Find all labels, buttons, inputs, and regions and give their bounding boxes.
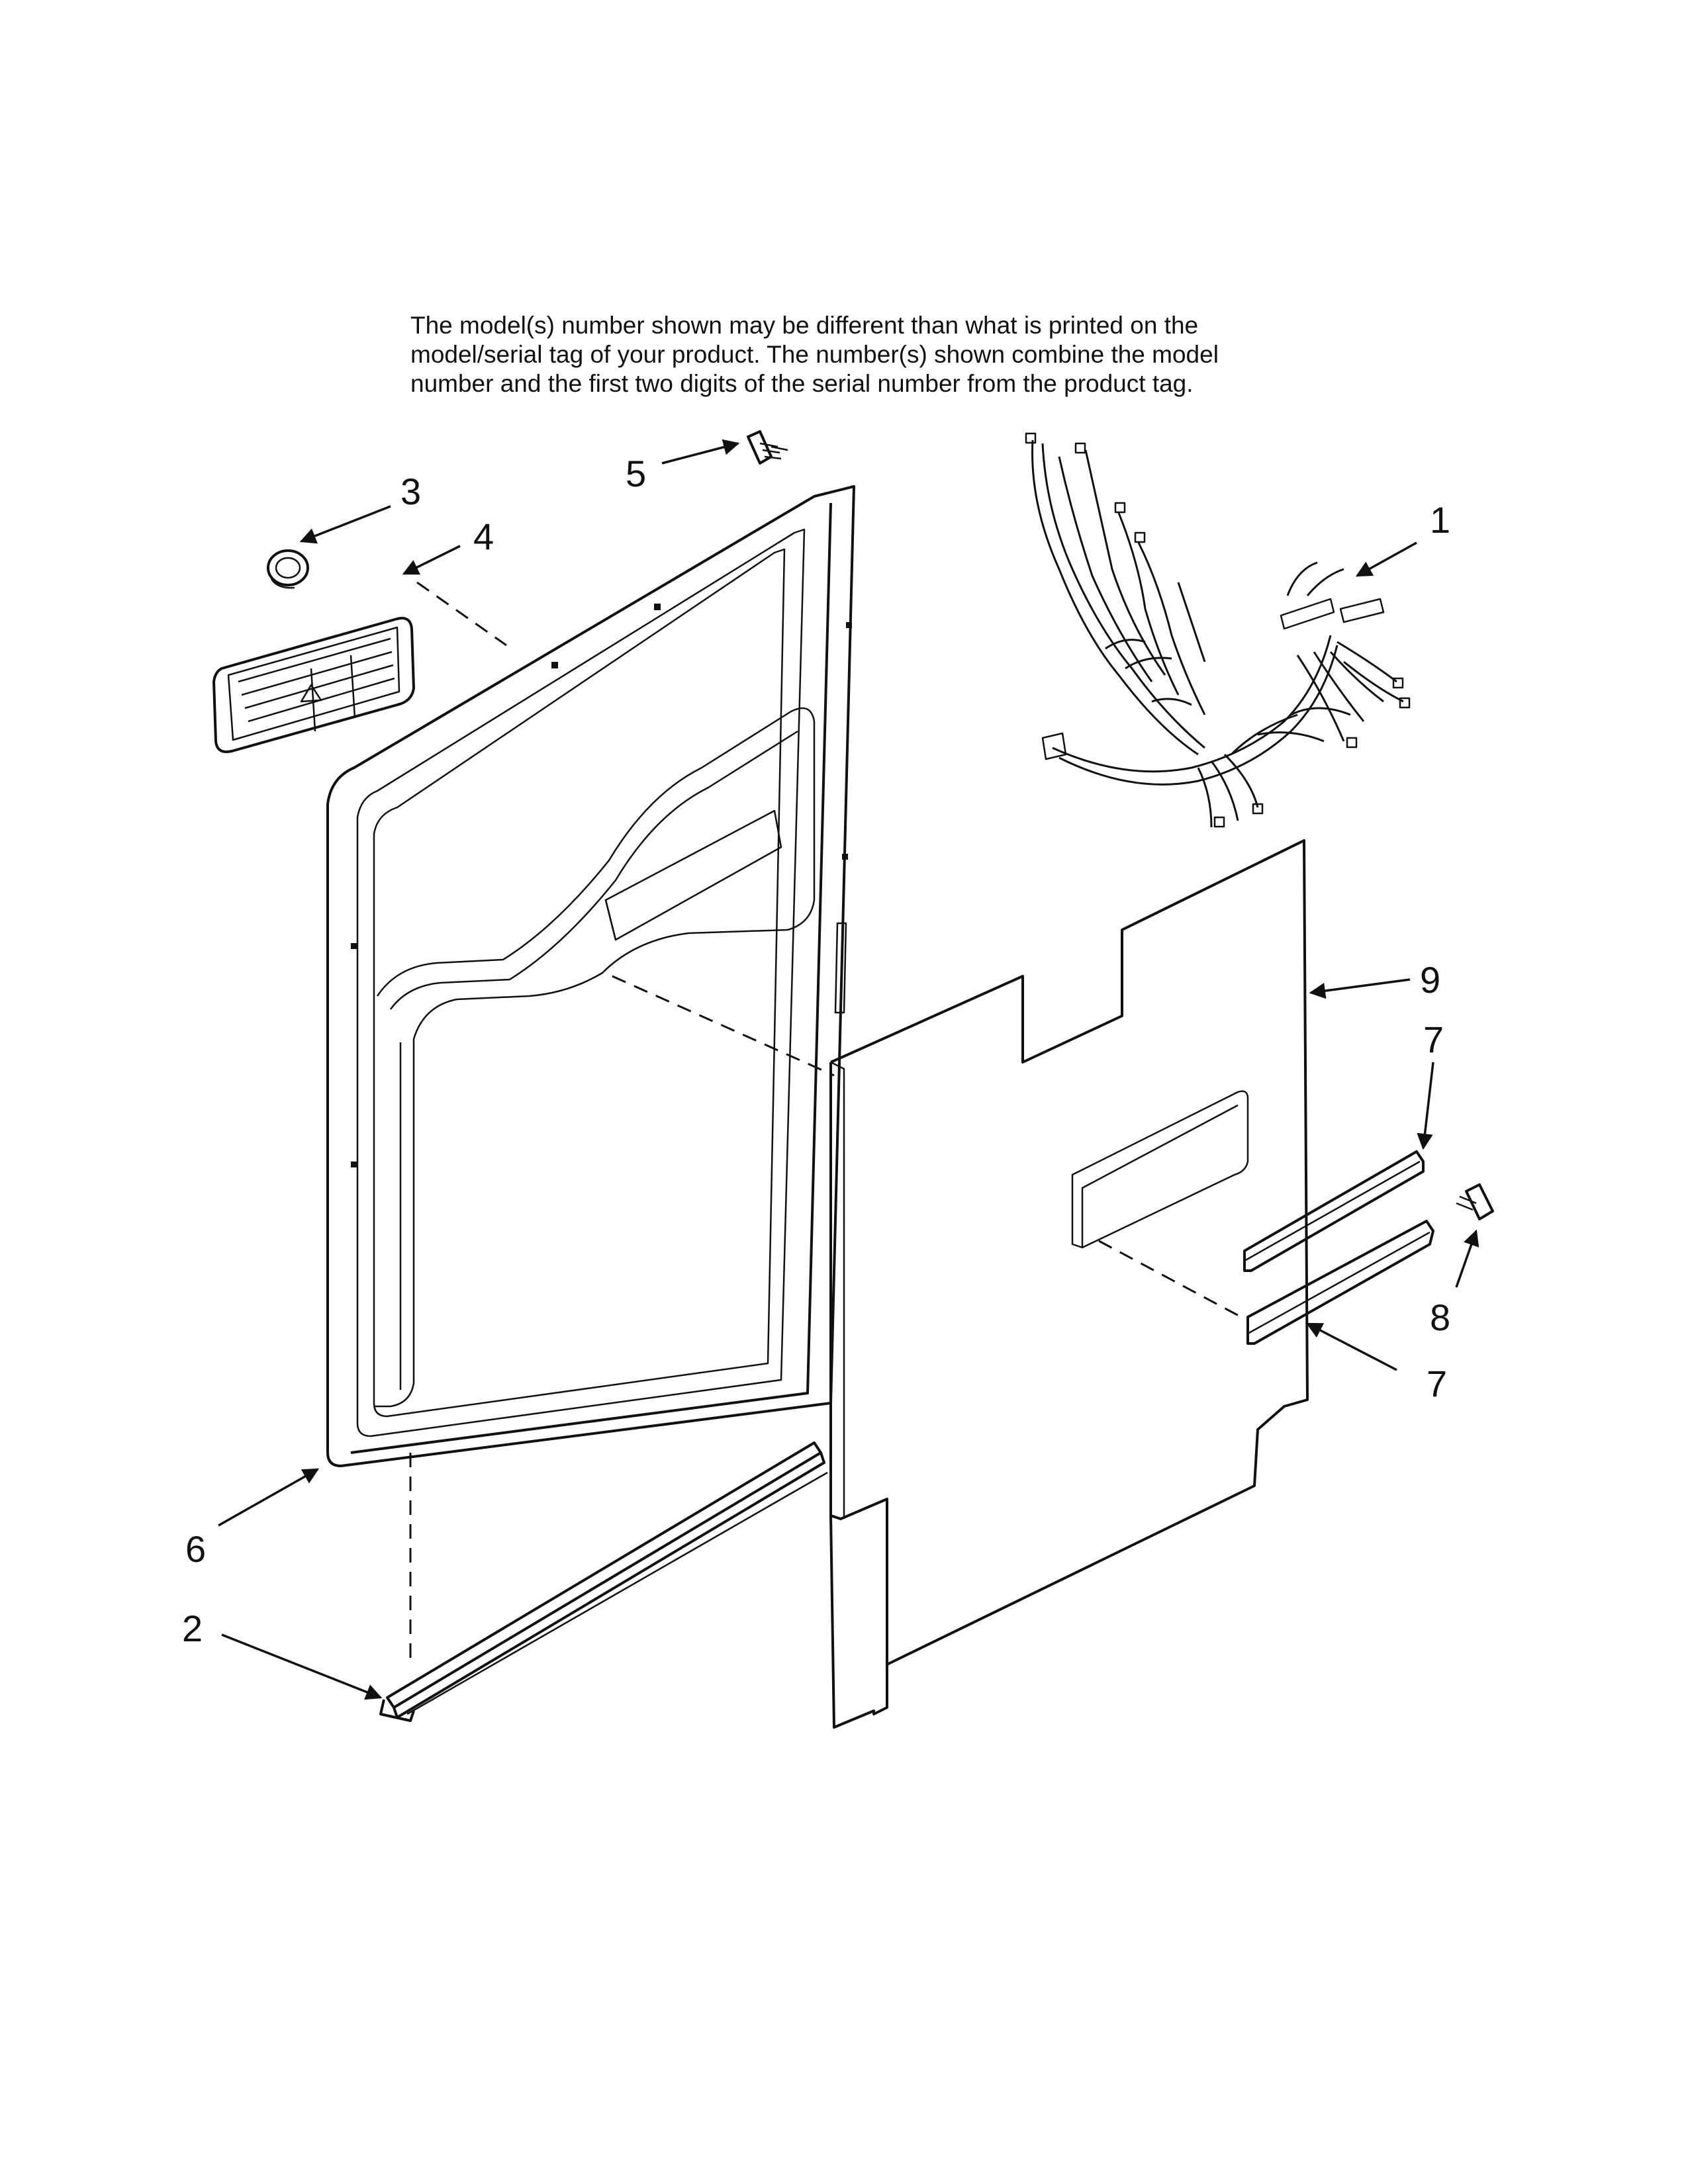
bracket-part-7-lower [1246, 1220, 1434, 1345]
control-module-part [212, 617, 415, 753]
bottom-trim-part-2 [379, 1441, 828, 1722]
notice-line-2: model/serial tag of your product. The nu… [410, 341, 1219, 368]
callout-5: 5 [626, 453, 646, 494]
notice-line-3: number and the first two digits of the s… [410, 370, 1194, 397]
screw-part-8 [1456, 1183, 1494, 1220]
callout-4: 4 [473, 516, 494, 557]
callout-8: 8 [1430, 1297, 1450, 1338]
assembly-lines [409, 581, 1242, 1658]
callout-7-upper: 7 [1423, 1019, 1444, 1060]
leader-arrows [218, 439, 1479, 1700]
wiring-harness-part [1025, 432, 1411, 828]
callout-2: 2 [182, 1608, 203, 1649]
callout-1: 1 [1430, 499, 1450, 541]
outer-panel-part-9 [829, 839, 1309, 1729]
notice-line-1: The model(s) number shown may be differe… [410, 312, 1199, 339]
inner-door-panel-part [326, 485, 855, 1467]
callout-7-lower: 7 [1427, 1363, 1447, 1404]
callout-3: 3 [400, 471, 421, 512]
screw-part-5 [747, 430, 788, 465]
model-number-notice: The model(s) number shown may be differe… [410, 311, 1337, 398]
callout-6: 6 [185, 1528, 206, 1570]
plug-part [267, 549, 309, 589]
callout-9: 9 [1420, 959, 1440, 1001]
bracket-part-7-upper [1243, 1150, 1425, 1272]
